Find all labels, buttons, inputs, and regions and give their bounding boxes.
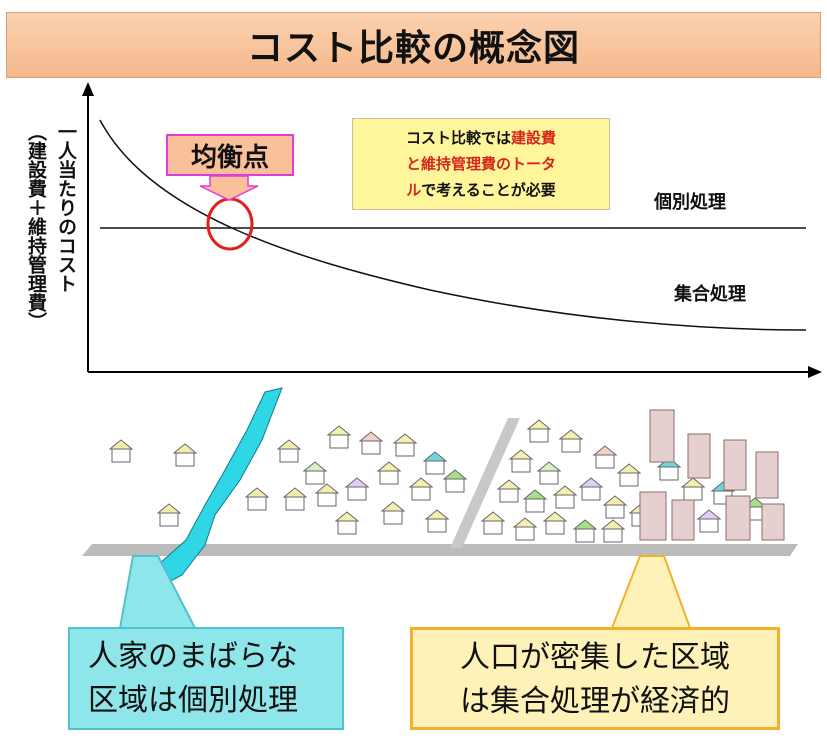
callout-dense-line2: は集合処理が経済的 <box>460 684 730 719</box>
callout-sparse-area: 人家のまばらな 区域は個別処理 <box>68 627 344 730</box>
balance-point-arrow <box>199 175 259 201</box>
dense-houses <box>480 419 768 543</box>
y-axis-label-line2: （建設費＋維持管理費） <box>25 122 47 331</box>
label-collective-treatment: 集合処理 <box>674 284 746 305</box>
apartment-buildings <box>639 409 785 541</box>
page-title: コスト比較の概念図 <box>246 28 580 69</box>
callout-dense-line1: 人口が密集した区域 <box>460 640 730 675</box>
callout-sparse-line1: 人家のまばらな <box>88 639 298 674</box>
title-bar: コスト比較の概念図 <box>6 12 821 78</box>
road <box>450 418 520 548</box>
y-axis-label-line1: 一人当たりのコスト <box>55 122 77 293</box>
note-box: コスト比較では建設費 と維持管理費のトータ ルで考えることが必要 <box>352 118 610 210</box>
callout-dense-area: 人口が密集した区域 は集合処理が経済的 <box>410 627 780 730</box>
y-axis-arrow <box>82 82 94 96</box>
note-text-3: と維持管理費のトータ <box>405 155 556 173</box>
note-text-4: ル <box>406 181 422 199</box>
y-axis-label: 一人当たりのコスト （建設費＋維持管理費） <box>18 122 78 402</box>
note-text-1: コスト比較では <box>405 129 511 147</box>
x-axis-arrow <box>808 366 822 378</box>
balance-point-label: 均衡点 <box>190 142 269 173</box>
balance-point-circle <box>206 197 254 251</box>
note-text-5: で考えることが必要 <box>421 181 556 199</box>
ground-band <box>82 544 798 556</box>
sparse-houses <box>108 425 468 535</box>
balance-point-label-box: 均衡点 <box>166 134 294 176</box>
callout-right-pointer <box>610 555 692 629</box>
callout-sparse-line2: 区域は個別処理 <box>88 683 298 718</box>
label-individual-treatment: 個別処理 <box>654 192 726 213</box>
collective-cost-curve <box>99 119 807 331</box>
note-text-2: 建設費 <box>511 129 557 147</box>
